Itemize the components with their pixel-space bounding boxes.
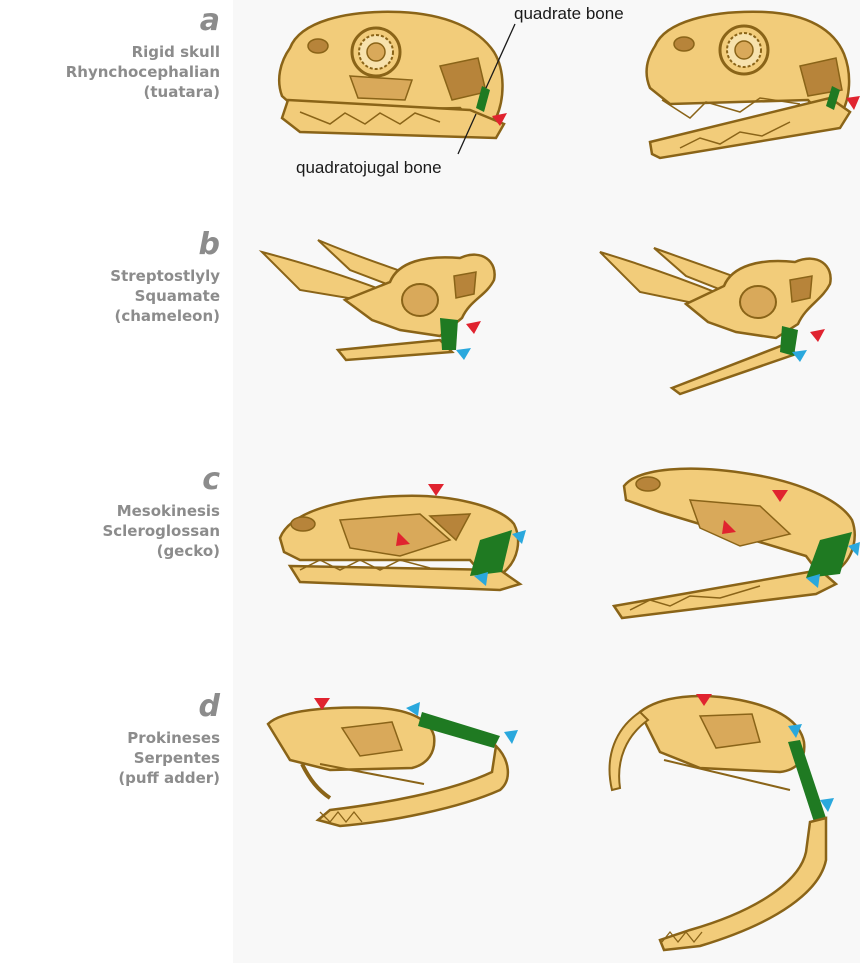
- quadratojugal-bone-label: quadratojugal bone: [296, 158, 442, 178]
- skull-puff-adder-open: [610, 694, 834, 950]
- skull-tuatara-open: [647, 12, 860, 158]
- skull-tuatara-closed: [279, 12, 515, 154]
- skull-chameleon-closed: [262, 240, 495, 360]
- skull-chameleon-open: [600, 248, 831, 394]
- quadrate-bone-label: quadrate bone: [514, 4, 624, 24]
- skull-puff-adder-closed: [268, 698, 518, 826]
- skull-gecko-open: [614, 469, 860, 618]
- skull-gecko-closed: [280, 484, 526, 590]
